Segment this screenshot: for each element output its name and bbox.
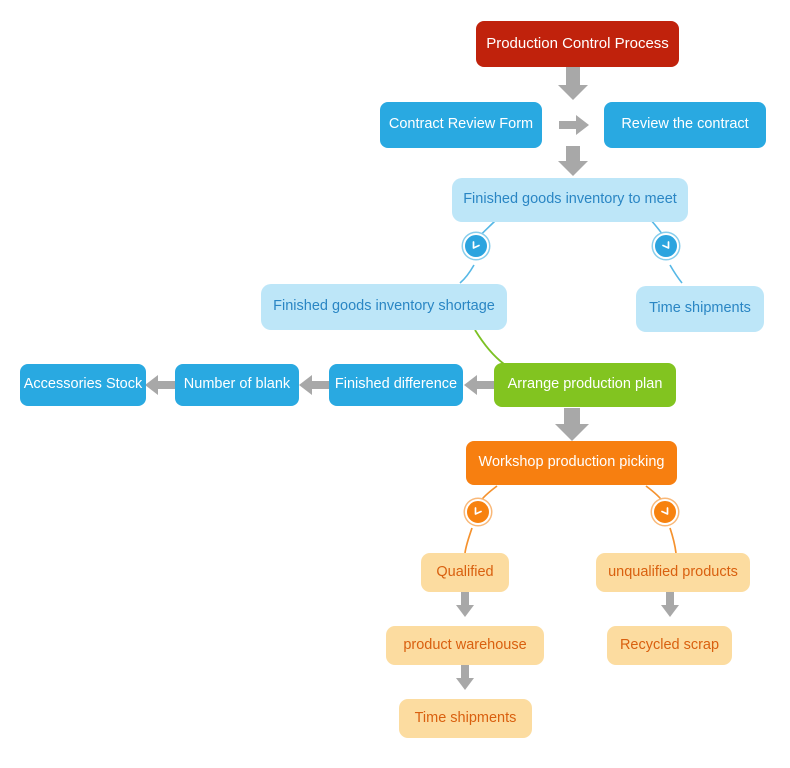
edge-curve-b2-n6: [669, 264, 683, 284]
node-finished-goods-inventory-shortage[interactable]: Finished goods inventory shortage: [261, 284, 507, 330]
edge-arrow-left-n7-n8: [464, 375, 494, 395]
arrow-down-right-icon[interactable]: [465, 499, 491, 525]
edge-arrow-down-n1-n2: [558, 65, 588, 100]
node-product-warehouse[interactable]: product warehouse: [386, 626, 544, 665]
edge-arrow-down-n2-n4: [558, 146, 588, 176]
edge-arrow-down-n12-n14: [456, 592, 474, 617]
edge-arrow-down-n14-n16: [456, 665, 474, 690]
edge-arrow-down-n7-n11: [555, 408, 589, 441]
arrow-down-left-icon[interactable]: [653, 233, 679, 259]
arrow-down-right-icon[interactable]: [463, 233, 489, 259]
node-arrange-production-plan[interactable]: Arrange production plan: [494, 363, 676, 407]
node-workshop-production-picking[interactable]: Workshop production picking: [466, 441, 677, 485]
edge-curve-b3-n12: [464, 527, 473, 554]
node-recycled-scrap[interactable]: Recycled scrap: [607, 626, 732, 665]
node-finished-difference[interactable]: Finished difference: [329, 364, 463, 406]
node-qualified[interactable]: Qualified: [421, 553, 509, 592]
edge-arrow-down-n13-n15: [661, 592, 679, 617]
node-time-shipments-inventory[interactable]: Time shipments: [636, 286, 764, 332]
edge-curve-b1-n5: [459, 264, 475, 284]
edge-arrow-right-n2-n3: [559, 115, 589, 135]
edge-curve-b4-n13: [669, 527, 677, 554]
node-review-the-contract[interactable]: Review the contract: [604, 102, 766, 148]
node-contract-review-form[interactable]: Contract Review Form: [380, 102, 542, 148]
node-number-of-blank[interactable]: Number of blank: [175, 364, 299, 406]
node-finished-goods-inventory-to-meet[interactable]: Finished goods inventory to meet: [452, 178, 688, 222]
edge-arrow-left-n8-n9: [299, 375, 329, 395]
edge-curve-n5-n7: [474, 329, 505, 365]
node-time-shipments-final[interactable]: Time shipments: [399, 699, 532, 738]
node-accessories-stock[interactable]: Accessories Stock: [20, 364, 146, 406]
arrow-down-left-icon[interactable]: [652, 499, 678, 525]
node-production-control-process[interactable]: Production Control Process: [476, 21, 679, 67]
edge-arrow-left-n9-n10: [145, 375, 175, 395]
node-unqualified-products[interactable]: unqualified products: [596, 553, 750, 592]
